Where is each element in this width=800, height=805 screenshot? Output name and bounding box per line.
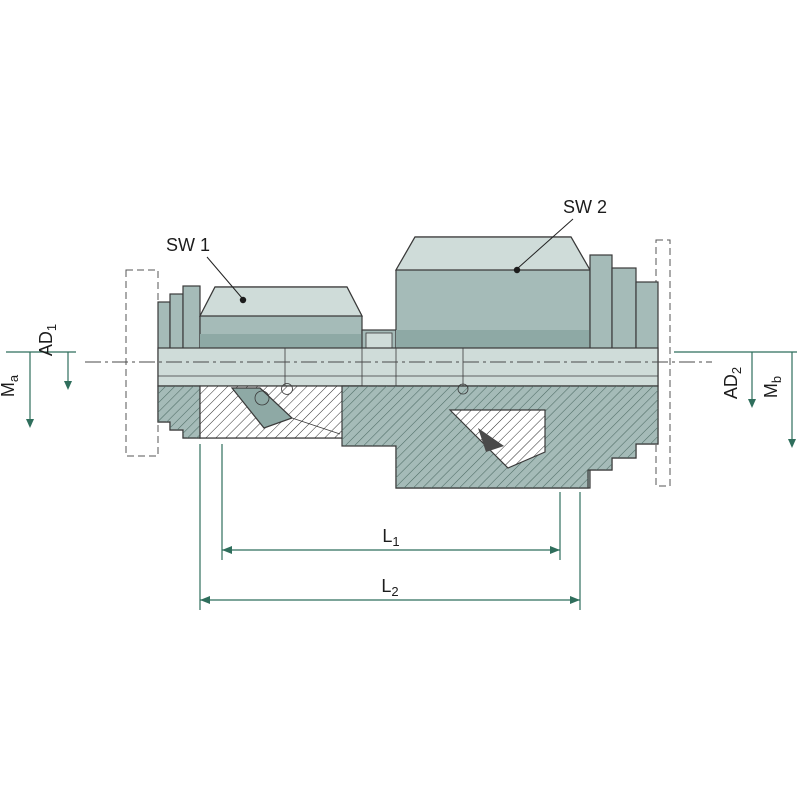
dimension-l1: L1 (221, 444, 561, 560)
sw1-leader-line (206, 256, 243, 299)
ad1-text: AD1 (36, 324, 59, 356)
section-right-cone (448, 409, 546, 469)
left-nut-shadow-band (200, 334, 362, 348)
sw2-leader-dot (513, 266, 521, 274)
l2-arrow-left (200, 596, 210, 604)
sw2-text: SW 2 (563, 197, 607, 217)
mb-text: Mb (761, 376, 784, 398)
ad2-text: AD2 (721, 367, 744, 399)
sw2-leader-line (517, 218, 574, 269)
ma-arrow (26, 419, 34, 428)
ad1-arrow (64, 381, 72, 390)
l2-text: L2 (381, 576, 398, 599)
l1-arrow-right (550, 546, 560, 554)
l2-arrow-right (570, 596, 580, 604)
right-nut-chamfer (394, 236, 592, 271)
section-left-tube-end (157, 385, 201, 439)
left-nut-chamfer (199, 286, 363, 317)
ball-1 (254, 390, 270, 406)
tube-bore-band (157, 347, 659, 387)
dimension-ma: Ma (0, 351, 76, 428)
cutting-ring-detail (230, 383, 469, 435)
ma-text: Ma (0, 374, 21, 397)
label-sw1: SW 1 (166, 235, 247, 304)
label-sw2: SW 2 (513, 197, 607, 274)
left-tube-continuation (125, 269, 159, 457)
ball-3 (457, 383, 469, 395)
l1-arrow-left (222, 546, 232, 554)
seal-ring (478, 428, 504, 452)
ad2-arrow (748, 399, 756, 408)
dimension-ad1: AD1 (36, 324, 72, 390)
dimension-ad2: AD2 (674, 351, 797, 408)
dimension-l2: L2 (199, 444, 581, 610)
sw1-leader-dot (239, 296, 247, 304)
l1-text: L1 (382, 526, 399, 549)
dimension-mb: Mb (761, 352, 796, 448)
ball-2 (281, 383, 293, 395)
mb-arrow (788, 439, 796, 448)
right-nut-shadow-band (396, 330, 590, 348)
sw1-text: SW 1 (166, 235, 210, 255)
